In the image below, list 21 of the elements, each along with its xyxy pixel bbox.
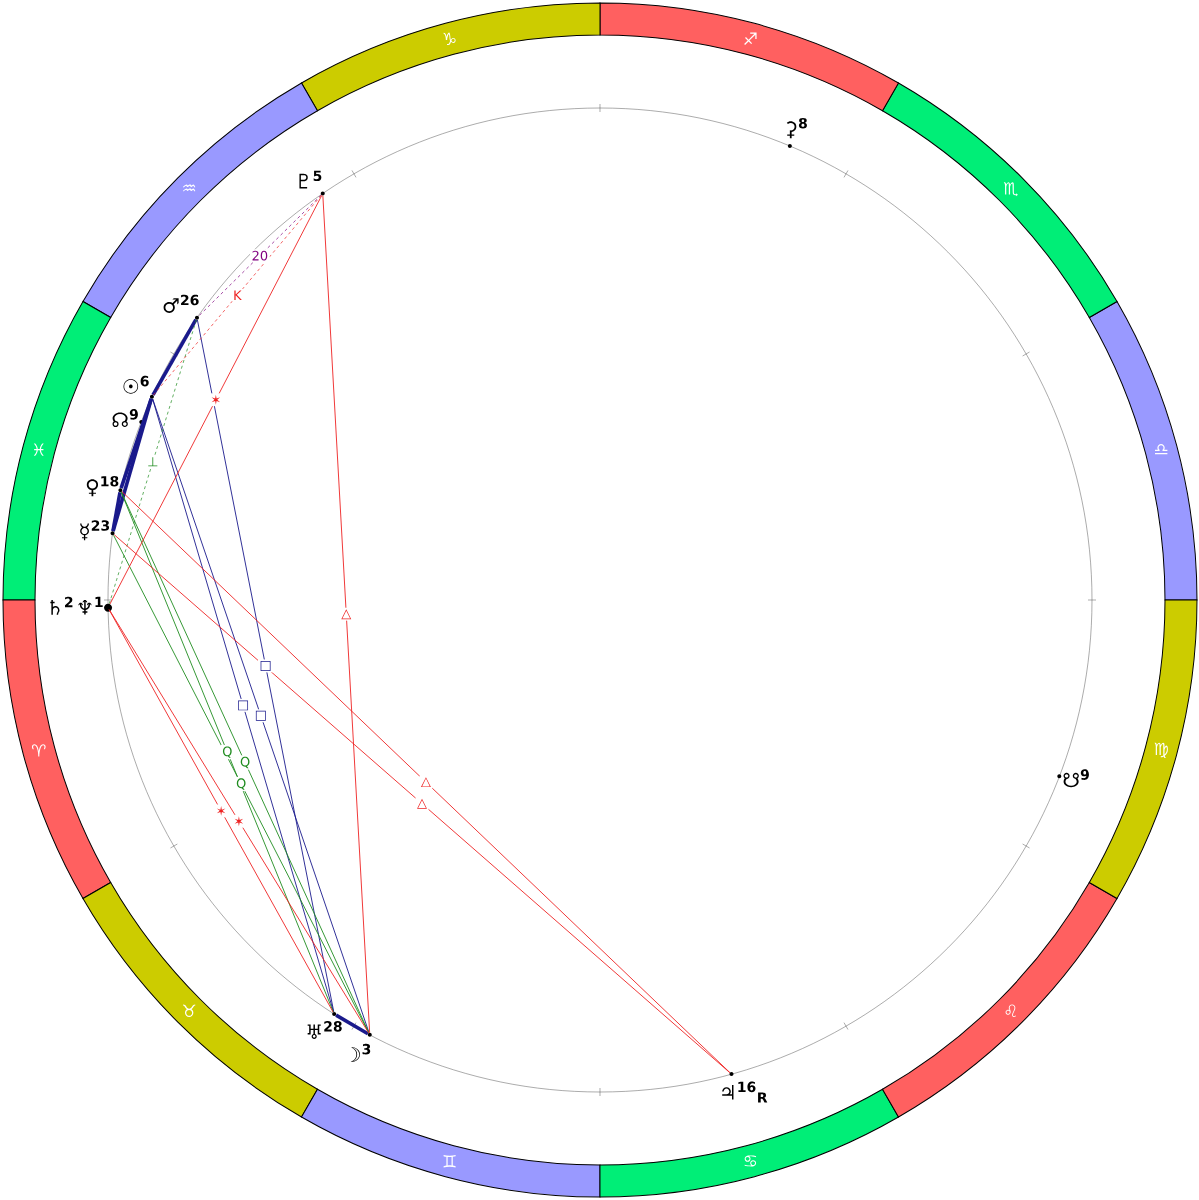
aspect-line [335,1013,369,1036]
sign-band: ♌ [882,882,1118,1118]
aspect-line [109,195,323,605]
aspect-line [111,492,122,532]
sign-band: ♏ [882,82,1118,318]
sign-band: ♐ [599,2,899,112]
aspect-line [151,318,198,396]
aspect-line [108,609,370,1034]
aspect-line [120,491,334,1013]
aspect-line [108,609,334,1013]
sign-band: ♎ [1088,301,1198,601]
aspect-line [153,194,322,396]
sign-band: ♊ [301,1088,601,1198]
sign-band: ♍ [1088,599,1198,899]
aspect-line [119,398,153,489]
aspect-line [152,398,334,1013]
aspect-line [111,398,154,532]
aspect-line [322,195,371,1034]
aspect-line [108,319,197,605]
sign-band: ♑ [301,2,601,112]
aspect-line [152,398,370,1034]
